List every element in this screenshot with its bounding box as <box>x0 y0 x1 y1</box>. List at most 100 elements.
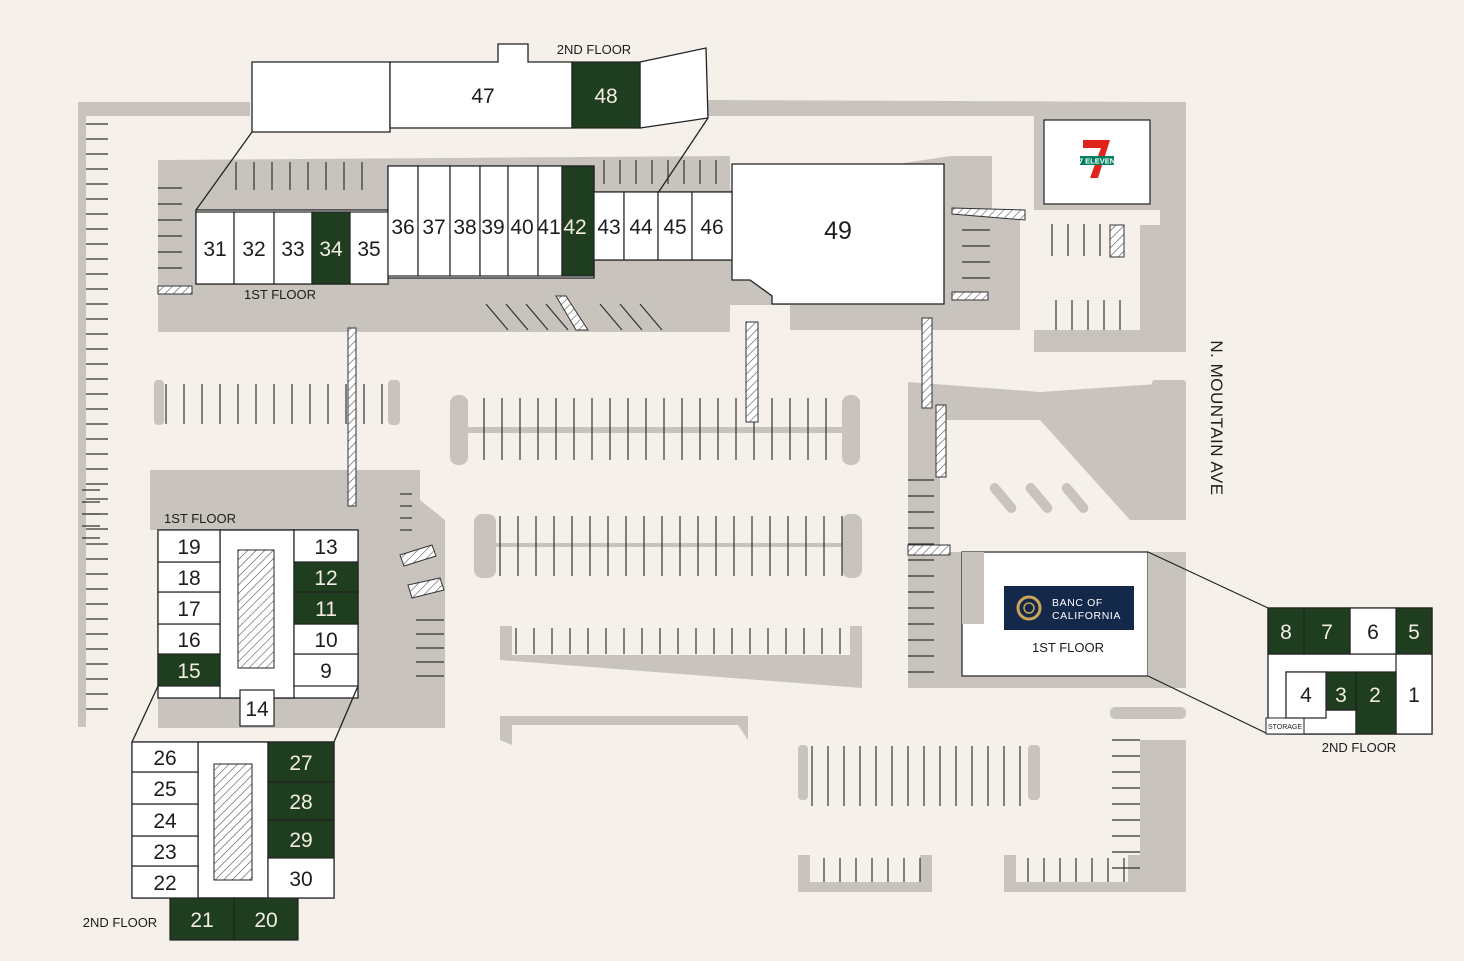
unit-1-label: 1 <box>1408 684 1420 707</box>
unit-21[interactable] <box>169 897 235 941</box>
parking-divider <box>466 427 860 433</box>
unit-11-label: 11 <box>315 598 337 621</box>
parking-stripe <box>525 303 549 331</box>
unit-31[interactable] <box>195 211 235 285</box>
unit-34[interactable] <box>311 211 351 285</box>
unit-5[interactable] <box>1395 607 1433 655</box>
floor-label-bank-1st: 1ST FLOOR <box>1032 640 1104 655</box>
unit-45[interactable] <box>657 191 693 261</box>
parking-stripe <box>599 303 623 331</box>
unit-15[interactable] <box>157 653 221 687</box>
unit-26[interactable] <box>131 741 199 773</box>
seven-eleven-logo-icon: 7 ELEVEN <box>1079 137 1115 181</box>
unit-13[interactable] <box>293 529 359 563</box>
unit-36[interactable] <box>387 165 419 277</box>
unit-18-label: 18 <box>177 567 200 590</box>
unit-24-label: 24 <box>153 810 177 833</box>
unit-26-label: 26 <box>153 747 176 770</box>
unit-15-label: 15 <box>177 660 200 683</box>
unit-36-label: 36 <box>391 216 414 239</box>
unit-30-label: 30 <box>289 868 312 891</box>
unit-39[interactable] <box>479 165 509 277</box>
unit-25[interactable] <box>131 771 199 805</box>
unit-47-label: 47 <box>471 85 494 108</box>
unit-8[interactable] <box>1267 607 1305 655</box>
unit-42[interactable] <box>561 165 595 277</box>
unit-46-label: 46 <box>700 216 723 239</box>
unit-43-label: 43 <box>597 216 620 239</box>
floor-label-north-2nd: 2ND FLOOR <box>557 42 631 57</box>
angled-islands <box>989 483 1089 513</box>
unit-32[interactable] <box>233 211 275 285</box>
unit-22-label: 22 <box>153 872 176 895</box>
unit-29[interactable] <box>267 819 335 859</box>
unit-13-label: 13 <box>314 536 337 559</box>
unit-1[interactable] <box>1395 653 1433 735</box>
unit-16[interactable] <box>157 623 221 655</box>
unit-49[interactable] <box>731 163 945 305</box>
unit-4[interactable] <box>1285 671 1327 719</box>
unit-17[interactable] <box>157 591 221 625</box>
unit-9-label: 9 <box>320 660 332 683</box>
unit-7-label: 7 <box>1321 621 1333 644</box>
convenience-store: 7 ELEVEN <box>1043 119 1151 205</box>
unit-34-label: 34 <box>319 238 343 261</box>
median <box>1152 380 1186 390</box>
west-driveway <box>78 102 86 727</box>
parking-divider <box>490 543 850 547</box>
unit-19-label: 19 <box>177 536 200 559</box>
unit-19[interactable] <box>157 529 221 563</box>
unit-14-label: 14 <box>245 698 269 721</box>
unit-37[interactable] <box>417 165 451 277</box>
unit-27-label: 27 <box>289 752 312 775</box>
seven-eleven-name: 7 ELEVEN <box>1079 157 1115 166</box>
unit-33[interactable] <box>273 211 313 285</box>
parking-island <box>798 745 808 800</box>
unit-38[interactable] <box>449 165 481 277</box>
unit-6[interactable] <box>1349 607 1397 655</box>
unit-23-label: 23 <box>153 841 176 864</box>
unit-22[interactable] <box>131 865 199 899</box>
unit-40[interactable] <box>507 165 539 277</box>
unit-21-label: 21 <box>190 909 213 932</box>
unit-40-label: 40 <box>510 216 533 239</box>
parking-island <box>798 855 932 892</box>
unit-43[interactable] <box>593 191 625 261</box>
unit-46[interactable] <box>691 191 733 261</box>
parking-stripe <box>619 303 643 331</box>
unit-9[interactable] <box>293 653 359 687</box>
unit-10-label: 10 <box>314 629 337 652</box>
unit-2[interactable] <box>1355 671 1397 735</box>
east-median <box>1110 707 1186 719</box>
unit-35[interactable] <box>349 211 389 285</box>
parking-island <box>500 716 748 745</box>
unit-27[interactable] <box>267 741 335 783</box>
courtyard <box>237 549 275 669</box>
unit-41[interactable] <box>537 165 563 277</box>
unit-28-label: 28 <box>289 791 312 814</box>
unit-14[interactable] <box>239 689 275 727</box>
unit-6-label: 6 <box>1367 621 1379 644</box>
unit-10[interactable] <box>293 623 359 655</box>
unit-33-label: 33 <box>281 238 304 261</box>
unit-30[interactable] <box>267 857 335 899</box>
parking-stripe <box>505 303 529 331</box>
unit-41-label: 41 <box>537 216 560 239</box>
unit-48-label: 48 <box>594 85 617 108</box>
unit-2-label: 2 <box>1369 684 1381 707</box>
unit-48[interactable] <box>571 61 641 129</box>
unit-25-label: 25 <box>153 778 176 801</box>
unit-28[interactable] <box>267 781 335 821</box>
unit-20[interactable] <box>233 897 299 941</box>
east-strip <box>1140 740 1186 892</box>
parking-stripe <box>545 303 569 331</box>
unit-42-label: 42 <box>563 216 586 239</box>
north-road-west <box>78 102 250 116</box>
unit-12[interactable] <box>293 561 359 593</box>
unit-23[interactable] <box>131 835 199 867</box>
unit-3-label: 3 <box>1335 684 1347 707</box>
bank-logo-icon <box>1016 595 1042 621</box>
parking-island <box>450 395 468 465</box>
parking-stripes <box>82 123 1140 882</box>
